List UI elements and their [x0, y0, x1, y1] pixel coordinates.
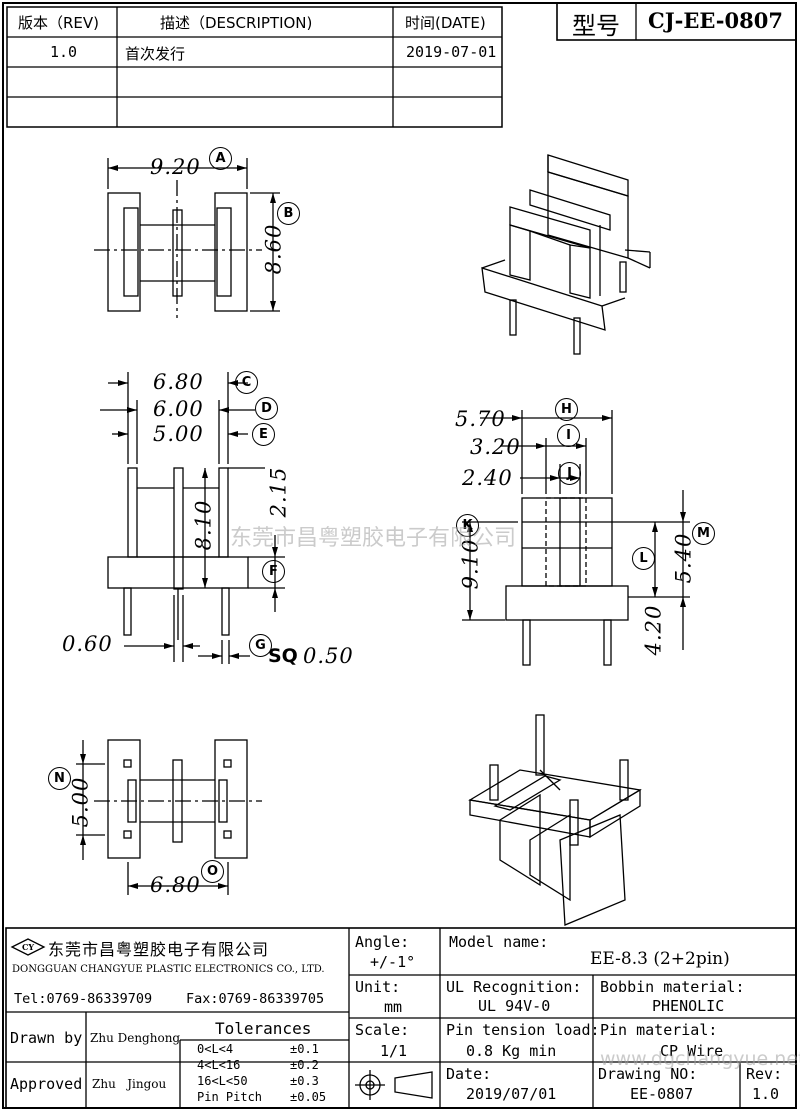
- label-o: O: [201, 860, 224, 883]
- label-i: I: [557, 424, 580, 447]
- angle-label: Angle:: [355, 933, 410, 951]
- dim-0-50: 0.50: [303, 644, 354, 668]
- model-box-label: 型号: [572, 12, 620, 40]
- tol-value-3: ±0.3: [290, 1074, 319, 1088]
- company-fax: Fax:0769-86339705: [186, 991, 325, 1007]
- dim-j: 2.40: [462, 466, 513, 490]
- label-h: H: [555, 398, 578, 421]
- description-value: 首次发行: [125, 45, 186, 63]
- company-tel: Tel:0769-86339709: [14, 991, 153, 1007]
- bobbin-label: Bobbin material:: [600, 978, 745, 996]
- label-m: M: [692, 522, 715, 545]
- dim-b: 8.60: [261, 223, 286, 275]
- tol-range-4: Pin Pitch: [197, 1090, 263, 1104]
- model-name-label: Model name:: [449, 933, 549, 951]
- dim-d: 6.00: [153, 397, 204, 421]
- rev-value: 1.0: [50, 43, 78, 61]
- tension-value: 0.8 Kg min: [466, 1042, 557, 1060]
- dim-n: 5.00: [68, 776, 93, 828]
- dim-m: 5.40: [671, 532, 696, 584]
- date-value: 2019/07/01: [466, 1085, 557, 1103]
- dim-o: 6.80: [150, 873, 201, 897]
- model-name-value: EE-8.3 (2+2pin): [590, 949, 730, 969]
- label-d: D: [255, 397, 278, 420]
- tol-value-2: ±0.2: [290, 1058, 319, 1072]
- label-g: G: [249, 634, 272, 657]
- model-box-value: CJ-EE-0807: [648, 8, 783, 33]
- tolerances-title: Tolerances: [215, 1019, 312, 1038]
- dim-2-15: 2.15: [266, 466, 291, 518]
- date-label: Date:: [446, 1065, 492, 1083]
- label-e: E: [252, 423, 275, 446]
- label-l: L: [632, 547, 655, 570]
- rev-header: 版本（REV): [18, 14, 100, 32]
- description-header: 描述（DESCRIPTION): [160, 14, 313, 32]
- rev-label: Rev:: [746, 1065, 783, 1083]
- label-b: B: [277, 202, 300, 225]
- dim-4-20: 4.20: [641, 604, 666, 656]
- drawing-no-label: Drawing NO:: [598, 1065, 698, 1083]
- pin-material-value: CP Wire: [660, 1042, 724, 1060]
- drawn-by-label: Drawn by: [10, 1029, 83, 1047]
- label-c: C: [235, 371, 258, 394]
- tension-label: Pin tension load:: [446, 1021, 600, 1039]
- ul-label: UL Recognition:: [446, 978, 582, 996]
- rev-block-value: 1.0: [752, 1085, 780, 1103]
- drawing-no-value: EE-0807: [630, 1085, 694, 1103]
- label-j: J: [558, 462, 581, 485]
- watermark-center: 东莞市昌粤塑胶电子有限公司: [230, 526, 517, 551]
- dim-8-10: 8.10: [191, 499, 216, 551]
- watermark-footer: www.dgchangyue.net: [600, 1048, 800, 1070]
- tol-range-2: 4<L<16: [197, 1058, 241, 1072]
- dim-c: 6.80: [153, 370, 204, 394]
- dim-h: 5.70: [455, 407, 506, 431]
- ul-value: UL 94V-0: [478, 997, 551, 1015]
- label-a: A: [209, 147, 232, 170]
- dim-0-60: 0.60: [62, 632, 113, 656]
- company-name-cn: 东莞市昌粤塑胶电子有限公司: [48, 940, 270, 959]
- angle-value: +/-1°: [370, 953, 416, 971]
- drawn-by-value: Zhu Denghong: [90, 1031, 181, 1045]
- bobbin-value: PHENOLIC: [652, 997, 725, 1015]
- scale-label: Scale:: [355, 1021, 410, 1039]
- dim-i: 3.20: [470, 435, 521, 459]
- pin-material-label: Pin material:: [600, 1021, 718, 1039]
- date-value: 2019-07-01: [406, 43, 497, 61]
- approved-label: Approved: [10, 1075, 83, 1093]
- tol-range-1: 0<L<4: [197, 1042, 234, 1056]
- tol-value-4: ±0.05: [290, 1090, 327, 1104]
- date-header: 时间(DATE): [405, 14, 486, 32]
- dim-a: 9.20: [150, 155, 201, 179]
- label-f: F: [262, 560, 285, 583]
- tol-value-1: ±0.1: [290, 1042, 319, 1056]
- unit-value: mm: [384, 998, 403, 1016]
- label-k: K: [456, 514, 479, 537]
- company-name-en: DONGGUAN CHANGYUE PLASTIC ELECTRONICS CO…: [12, 964, 325, 975]
- tol-range-3: 16<L<50: [197, 1074, 248, 1088]
- label-n: N: [48, 767, 71, 790]
- approved-value: Zhu Jingou: [92, 1077, 167, 1091]
- dim-sq: SQ: [268, 645, 298, 667]
- dim-e: 5.00: [153, 422, 204, 446]
- unit-label: Unit:: [355, 978, 401, 996]
- logo-text: CY: [22, 942, 35, 952]
- scale-value: 1/1: [380, 1042, 408, 1060]
